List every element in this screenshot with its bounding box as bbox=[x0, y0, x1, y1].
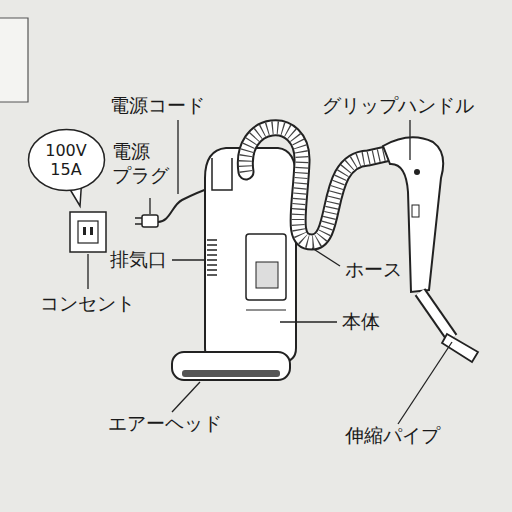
part-label: 本体 bbox=[342, 310, 380, 333]
vent-slot bbox=[207, 239, 217, 241]
air-head bbox=[172, 352, 290, 380]
vent-slot bbox=[207, 244, 217, 246]
outlet bbox=[70, 212, 106, 252]
part-label: コンセント bbox=[40, 292, 135, 315]
part-label: グリップハンドル bbox=[322, 94, 474, 117]
leader-lines bbox=[88, 120, 452, 424]
part-label: 電源 プラグ bbox=[112, 140, 169, 188]
bubble-text: 100V 15A bbox=[45, 141, 86, 179]
power-cord bbox=[135, 188, 210, 227]
main-body bbox=[205, 148, 296, 362]
telescopic-pipe bbox=[420, 292, 478, 362]
vent-slot bbox=[207, 269, 217, 271]
part-label: 電源コード bbox=[110, 94, 205, 117]
part-label: 排気口 bbox=[110, 248, 167, 271]
hose bbox=[245, 128, 386, 242]
vent-slot bbox=[207, 259, 217, 261]
page-box-fragment bbox=[0, 18, 28, 102]
part-label: ホース bbox=[345, 258, 402, 281]
speech-bubble: 100V 15A bbox=[27, 128, 106, 192]
part-label: エアーヘッド bbox=[108, 412, 222, 435]
vent-slot bbox=[207, 274, 217, 276]
part-label: 伸縮パイプ bbox=[345, 424, 440, 447]
vent-slot bbox=[207, 264, 217, 266]
vent-slot bbox=[207, 254, 217, 256]
vent-slot bbox=[207, 249, 217, 251]
